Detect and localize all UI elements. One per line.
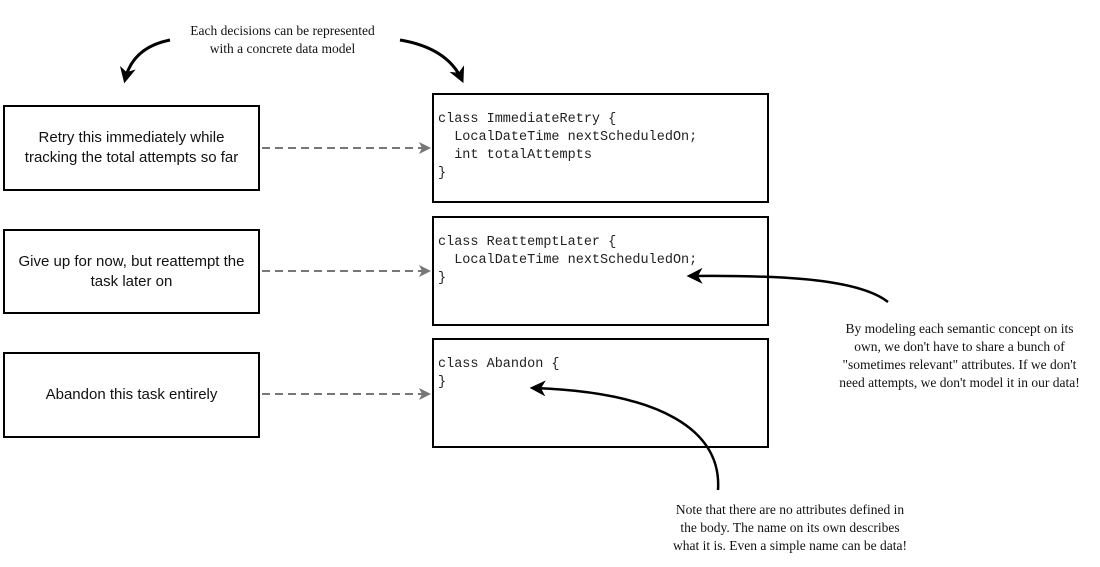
bottom-annotation-line: Note that there are no attributes define… xyxy=(675,502,905,517)
header-annotation: Each decisions can be represented with a… xyxy=(170,22,395,58)
header-annotation-line: with a concrete data model xyxy=(209,41,356,56)
right-annotation-line: need attempts, we don't model it in our … xyxy=(839,375,1080,390)
code-line: } xyxy=(438,375,447,390)
code-box-reattempt-later: class ReattemptLater { LocalDateTime nex… xyxy=(432,216,769,326)
code-line: } xyxy=(438,271,447,286)
code-line: int totalAttempts xyxy=(438,148,592,163)
code-line: class ImmediateRetry { xyxy=(438,112,617,127)
right-annotation: By modeling each semantic concept on its… xyxy=(812,320,1100,392)
decision-text: tracking the total attempts so far xyxy=(24,149,239,166)
decision-text: Retry this immediately while xyxy=(38,129,225,146)
curved-arrow-to-decisions xyxy=(119,38,171,84)
decision-text: task later on xyxy=(90,272,173,290)
decision-box-reattempt: Give up for now, but reattempt the task … xyxy=(3,229,260,314)
right-annotation-line: "sometimes relevant" attributes. If we d… xyxy=(842,357,1077,372)
code-line: LocalDateTime nextScheduledOn; xyxy=(438,253,698,268)
decision-box-abandon: Abandon this task entirely xyxy=(3,352,260,438)
decision-text: Give up for now, but reattempt the xyxy=(18,252,245,270)
bottom-annotation-line: the body. The name on its own describes xyxy=(680,520,900,535)
decision-text: Abandon this task entirely xyxy=(45,386,218,403)
code-line: LocalDateTime nextScheduledOn; xyxy=(438,130,698,145)
code-box-immediate-retry: class ImmediateRetry { LocalDateTime nex… xyxy=(432,93,769,203)
right-annotation-line: own, we don't have to share a bunch of xyxy=(854,339,1065,354)
curved-arrow-to-classes xyxy=(399,38,465,84)
right-annotation-line: By modeling each semantic concept on its xyxy=(845,321,1074,336)
code-line: } xyxy=(438,166,447,181)
decision-box-retry: Retry this immediately while tracking th… xyxy=(3,105,260,191)
code-line: class Abandon { xyxy=(438,357,560,372)
curved-arrow-to-reattempt-field xyxy=(686,267,889,303)
bottom-annotation-line: what it is. Even a simple name can be da… xyxy=(673,538,907,553)
header-annotation-line: Each decisions can be represented xyxy=(190,23,375,38)
curved-arrow-to-abandon-body xyxy=(529,380,720,491)
code-line: class ReattemptLater { xyxy=(438,235,617,250)
bottom-annotation: Note that there are no attributes define… xyxy=(640,501,940,555)
